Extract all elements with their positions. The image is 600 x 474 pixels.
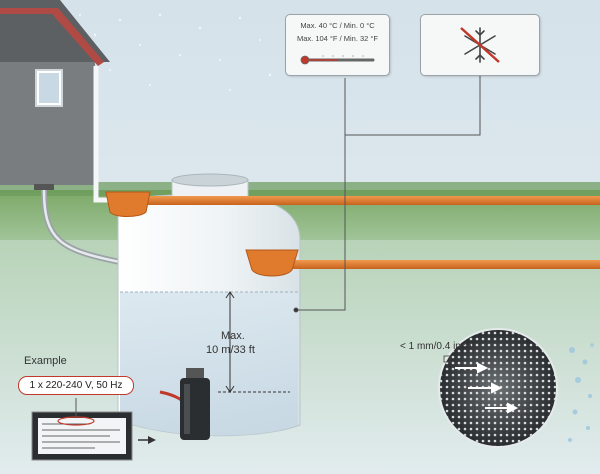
- rain-drops: [79, 13, 272, 91]
- temperature-card: Max. 40 °C / Min. 0 °C Max. 104 °F / Min…: [285, 14, 390, 76]
- temp-fahrenheit: Max. 104 °F / Min. 32 °F: [296, 34, 379, 43]
- voltage-rating-badge: 1 x 220-240 V, 50 Hz: [18, 376, 134, 395]
- splash-drops: [568, 343, 594, 442]
- voltage-rating: 1 x 220-240 V, 50 Hz: [29, 380, 123, 391]
- nameplate: [31, 398, 156, 461]
- depth-label-line1: Max.: [221, 330, 245, 342]
- depth-label-line2: 10 m/33 ft: [206, 344, 255, 356]
- inlet-pipe: [105, 191, 600, 217]
- filter-mesh-label: < 1 mm/0.4 inch: [400, 341, 472, 352]
- house: [0, 0, 110, 190]
- callout-lines: [293, 76, 481, 313]
- no-frost-card: [420, 14, 540, 76]
- overflow-pipe: [245, 249, 600, 277]
- filter-mesh-detail: [438, 328, 558, 448]
- tank: [117, 173, 301, 437]
- depth-arrow: [218, 291, 290, 393]
- submersible-pump: [180, 368, 210, 440]
- thermometer-icon: [300, 55, 375, 65]
- example-label: Example: [24, 355, 67, 367]
- no-frost-snowflake-icon: [460, 27, 500, 63]
- temp-celsius: Max. 40 °C / Min. 0 °C: [300, 21, 375, 30]
